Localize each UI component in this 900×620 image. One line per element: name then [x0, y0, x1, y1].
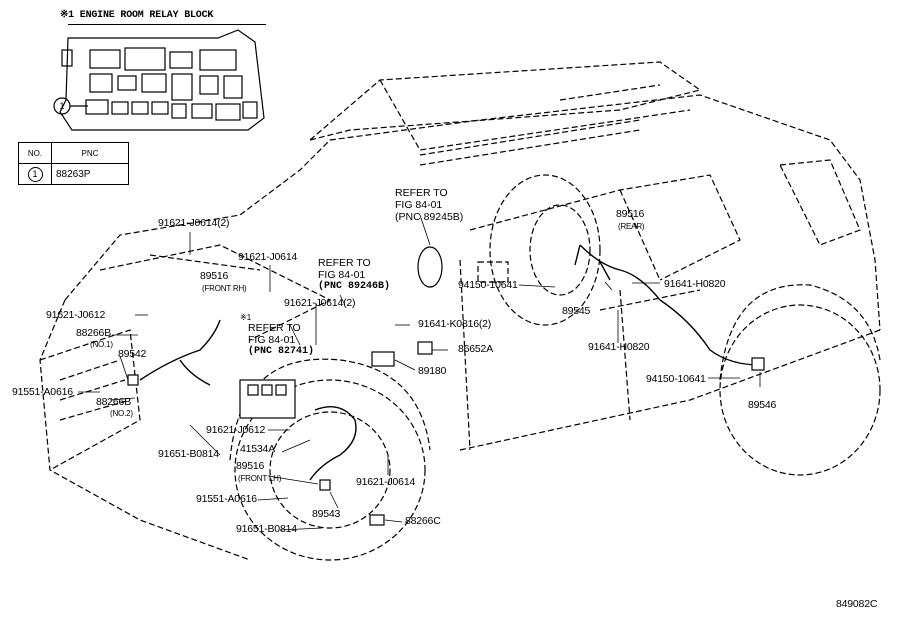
label-89516-front-lh-sub: (FRONT LH) — [238, 474, 282, 483]
label-89543: 89543 — [312, 508, 341, 520]
label-91641-k0816-2: 91641-K0816(2) — [418, 318, 492, 330]
label-91621-j0612-lower: 91621-J0612 — [206, 424, 266, 436]
label-91641-h0820-lower: 91641-H0820 — [588, 341, 650, 353]
ref-note-89246b: REFER TO FIG 84-01 (PNC 89246B) — [318, 257, 391, 292]
label-86652a: 86652A — [458, 343, 494, 355]
ref-note-82741: ※1 REFER TO FIG 84-01 (PNC 82741) — [240, 313, 315, 357]
row-no: 1 — [27, 166, 43, 182]
label-94150-10641-lower: 94150-10641 — [646, 373, 706, 385]
label-88266c: 88266C — [405, 515, 441, 527]
figure-id: 849082C — [836, 598, 878, 610]
label-89516-front-lh: 89516 — [236, 460, 265, 472]
label-91621-j0614-lower: 91621-J0614 — [356, 476, 416, 488]
label-91641-h0820-upper: 91641-H0820 — [664, 278, 726, 290]
label-91621-j0614-2-mid: 91621-J0614(2) — [284, 297, 356, 309]
label-91621-j0612-upper: 91621-J0612 — [46, 309, 106, 321]
label-41534a: 41534A — [240, 443, 276, 455]
label-91621-j0614-upper: 91621-J0614 — [238, 251, 298, 263]
label-91551-a0616-lower: 91551-A0616 — [196, 493, 257, 505]
title-underline — [68, 24, 266, 25]
ref-note-89245b: REFER TO FIG 84-01 (PNC 89245B) — [395, 187, 464, 223]
label-88266b-no1-sub: (NO.1) — [90, 340, 113, 349]
col-no-header: NO. — [18, 142, 52, 164]
label-89516-rear-sub: (REAR) — [618, 222, 645, 231]
col-pnc-header: PNC — [51, 142, 129, 164]
label-89542: 89542 — [118, 348, 147, 360]
label-89546: 89546 — [748, 399, 777, 411]
label-91551-a0616-upper: 91551-A0616 — [12, 386, 73, 398]
label-88266b-no2-sub: (NO.2) — [110, 409, 133, 418]
relay-block-callout: 1 — [59, 101, 64, 111]
label-89516-front-rh-sub: (FRONT RH) — [202, 284, 247, 293]
label-91651-b0814-lower: 91651-B0814 — [236, 523, 297, 535]
row-pnc: 88263P — [51, 163, 129, 185]
label-91651-b0814-upper: 91651-B0814 — [158, 448, 219, 460]
label-88266b-no1: 88266B — [76, 327, 112, 339]
label-91621-j0614-2-upper: 91621-J0614(2) — [158, 217, 230, 229]
relay-block-title: ※1 ENGINE ROOM RELAY BLOCK — [60, 10, 214, 21]
label-89516-front-rh: 89516 — [200, 270, 229, 282]
label-89545: 89545 — [562, 305, 591, 317]
label-89516-rear: 89516 — [616, 208, 645, 220]
label-88266b-no2: 88266B — [96, 396, 132, 408]
label-89180: 89180 — [418, 365, 447, 377]
label-94150-10641-upper: 94150-10641 — [458, 279, 518, 291]
pnc-table: NO. PNC 1 88263P — [18, 142, 129, 185]
